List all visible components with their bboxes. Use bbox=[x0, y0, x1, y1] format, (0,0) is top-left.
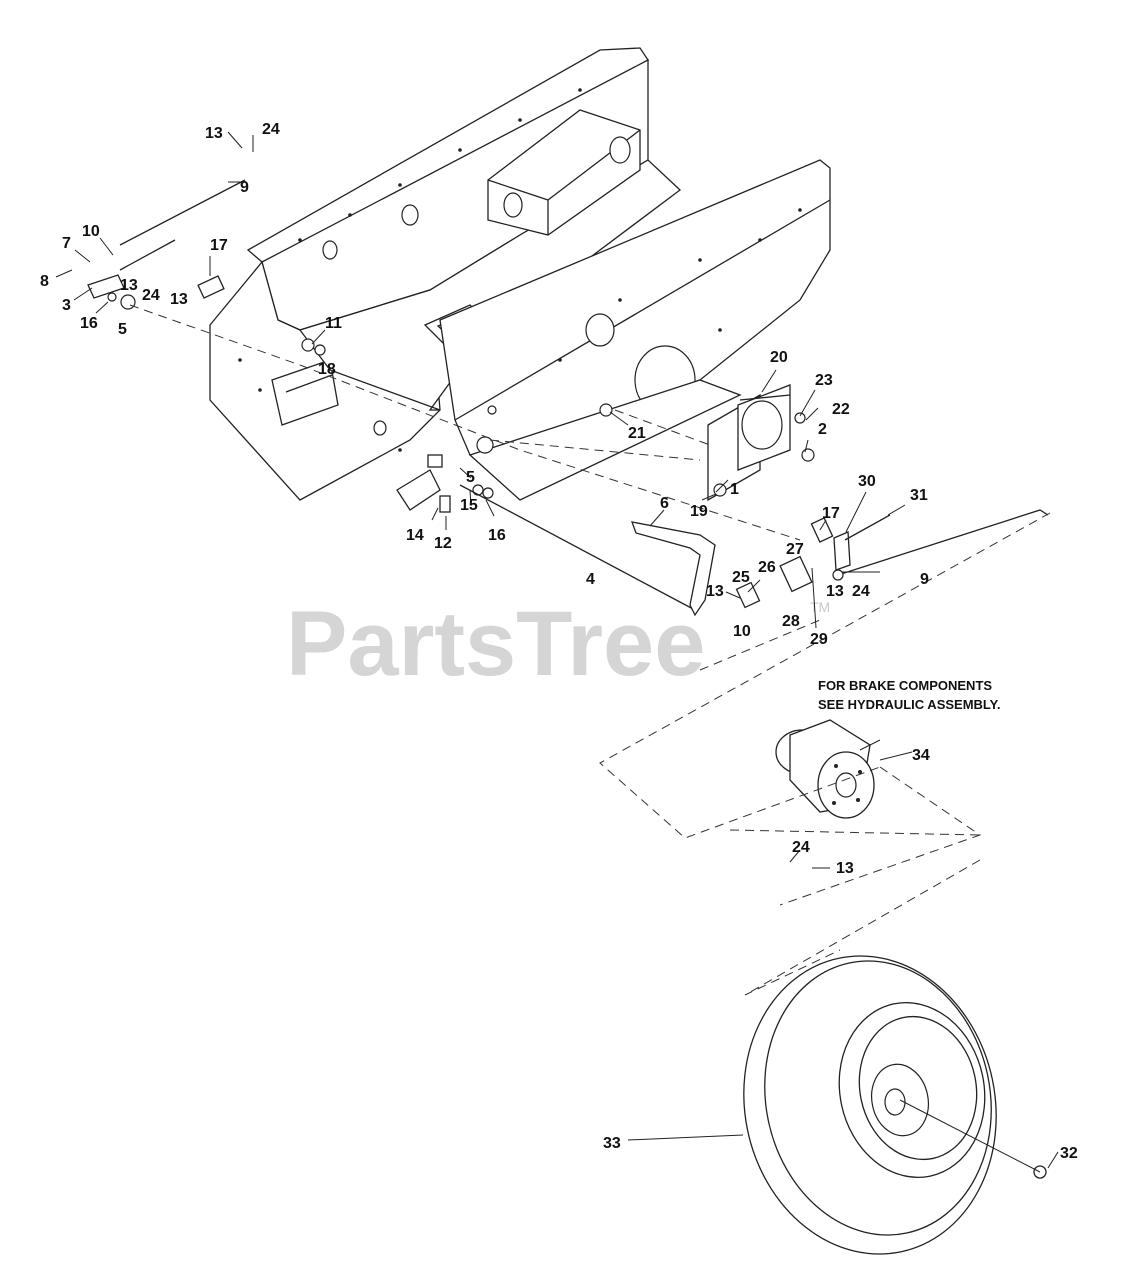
callout-5: 5 bbox=[118, 321, 127, 338]
callout-16: 16 bbox=[80, 315, 98, 332]
tire bbox=[743, 955, 1047, 1255]
callout-25: 25 bbox=[732, 569, 750, 586]
callout-22: 22 bbox=[832, 401, 850, 418]
callout-12: 12 bbox=[434, 535, 452, 552]
leader-lines bbox=[55, 131, 1059, 1173]
callout-16: 16 bbox=[488, 527, 506, 544]
callout-2: 2 bbox=[818, 421, 827, 438]
assembly-lines bbox=[129, 304, 1051, 996]
note-line-2: SEE HYDRAULIC ASSEMBLY. bbox=[818, 697, 1001, 712]
callout-24: 24 bbox=[142, 287, 160, 304]
wheel-motor bbox=[775, 719, 875, 819]
callout-4: 4 bbox=[586, 571, 595, 588]
callout-13: 13 bbox=[826, 583, 844, 600]
callout-15: 15 bbox=[460, 497, 478, 514]
watermark-trademark: TM bbox=[810, 599, 830, 615]
callout-24: 24 bbox=[792, 839, 810, 856]
callout-10: 10 bbox=[733, 623, 751, 640]
callout-9: 9 bbox=[240, 179, 249, 196]
callout-27: 27 bbox=[786, 541, 804, 558]
callout-34: 34 bbox=[912, 747, 930, 764]
callout-3: 3 bbox=[62, 297, 71, 314]
callout-9: 9 bbox=[920, 571, 929, 588]
callout-17: 17 bbox=[210, 237, 228, 254]
callout-28: 28 bbox=[782, 613, 800, 630]
callout-5: 5 bbox=[466, 469, 475, 486]
callout-8: 8 bbox=[40, 273, 49, 290]
linkage-parts bbox=[87, 179, 1049, 617]
callout-13: 13 bbox=[120, 277, 138, 294]
callout-19: 19 bbox=[690, 503, 708, 520]
callout-1: 1 bbox=[730, 481, 739, 498]
callout-labels: 13 24 9 7 10 8 13 24 13 3 16 5 17 11 18 … bbox=[40, 121, 1078, 1162]
note-line-1: FOR BRAKE COMPONENTS bbox=[818, 678, 992, 693]
callout-13: 13 bbox=[170, 291, 188, 308]
callout-13: 13 bbox=[205, 125, 223, 142]
callout-17: 17 bbox=[822, 505, 840, 522]
callout-24: 24 bbox=[262, 121, 280, 138]
callout-23: 23 bbox=[815, 372, 833, 389]
callout-24: 24 bbox=[852, 583, 870, 600]
main-frame bbox=[209, 47, 831, 511]
callout-31: 31 bbox=[910, 487, 928, 504]
callout-29: 29 bbox=[810, 631, 828, 648]
callout-26: 26 bbox=[758, 559, 776, 576]
callout-13: 13 bbox=[706, 583, 724, 600]
callout-14: 14 bbox=[406, 527, 424, 544]
callout-30: 30 bbox=[858, 473, 876, 490]
callout-32: 32 bbox=[1060, 1145, 1078, 1162]
watermark-brand: PartsTree bbox=[286, 593, 705, 695]
callout-21: 21 bbox=[628, 425, 646, 442]
callout-7: 7 bbox=[62, 235, 71, 252]
callout-11: 11 bbox=[325, 315, 342, 332]
motor-bracket bbox=[707, 384, 791, 502]
callout-10: 10 bbox=[82, 223, 100, 240]
callout-13: 13 bbox=[836, 860, 854, 877]
callout-20: 20 bbox=[770, 349, 788, 366]
callout-33: 33 bbox=[603, 1135, 621, 1152]
callout-6: 6 bbox=[660, 495, 669, 512]
callout-18: 18 bbox=[318, 361, 336, 378]
